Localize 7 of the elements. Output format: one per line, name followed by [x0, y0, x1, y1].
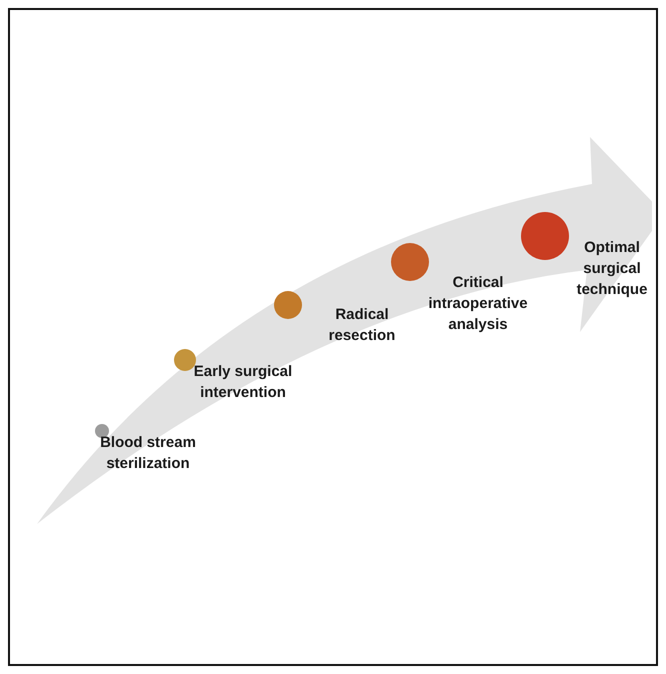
step-label: Early surgical intervention [193, 362, 293, 403]
step-label: Blood stream sterilization [99, 433, 197, 474]
step-label: Optimal surgical technique [576, 238, 648, 300]
step-label: Critical intraoperative analysis [427, 273, 529, 335]
milestone-dot [95, 424, 109, 438]
milestone-dot [174, 349, 196, 371]
step-label: Radical resection [328, 305, 396, 346]
